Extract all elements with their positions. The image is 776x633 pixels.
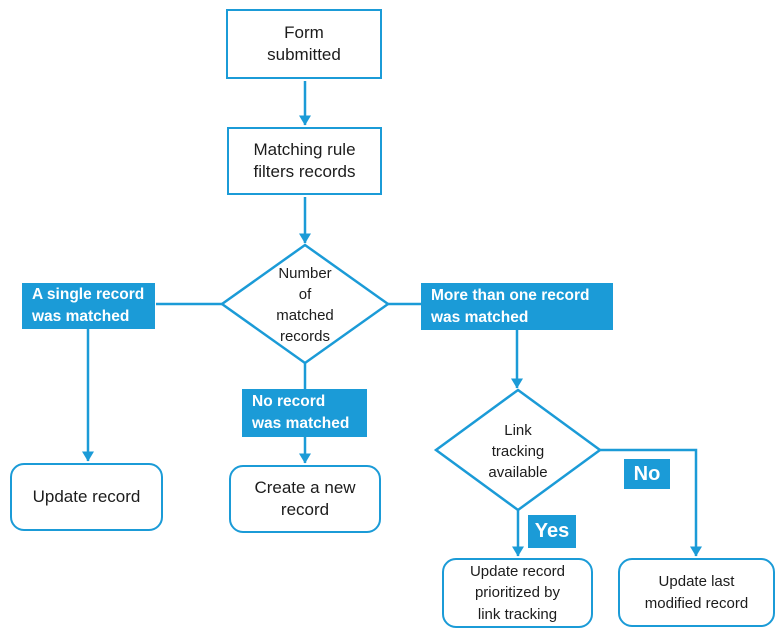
label-no: No [624, 459, 670, 489]
node-form-submitted: Form submitted [226, 9, 382, 79]
node-update-prioritized: Update record prioritized by link tracki… [442, 558, 593, 628]
node-matching-rule: Matching rule filters records [227, 127, 382, 195]
arrow-no-to-lastmodified [600, 448, 702, 557]
node-number-matched-label: Number of matched records [276, 265, 334, 345]
label-no-record-matched: No record was matched [242, 389, 367, 437]
label-more-than-one-matched: More than one record was matched [421, 283, 613, 330]
node-create-new-record: Create a new record [229, 465, 381, 533]
node-link-tracking-label: Link tracking available [488, 421, 548, 481]
node-update-last-modified: Update last modified record [618, 558, 775, 627]
label-single-record-matched: A single record was matched [22, 283, 155, 329]
label-yes: Yes [528, 515, 576, 548]
node-update-record: Update record [10, 463, 163, 531]
